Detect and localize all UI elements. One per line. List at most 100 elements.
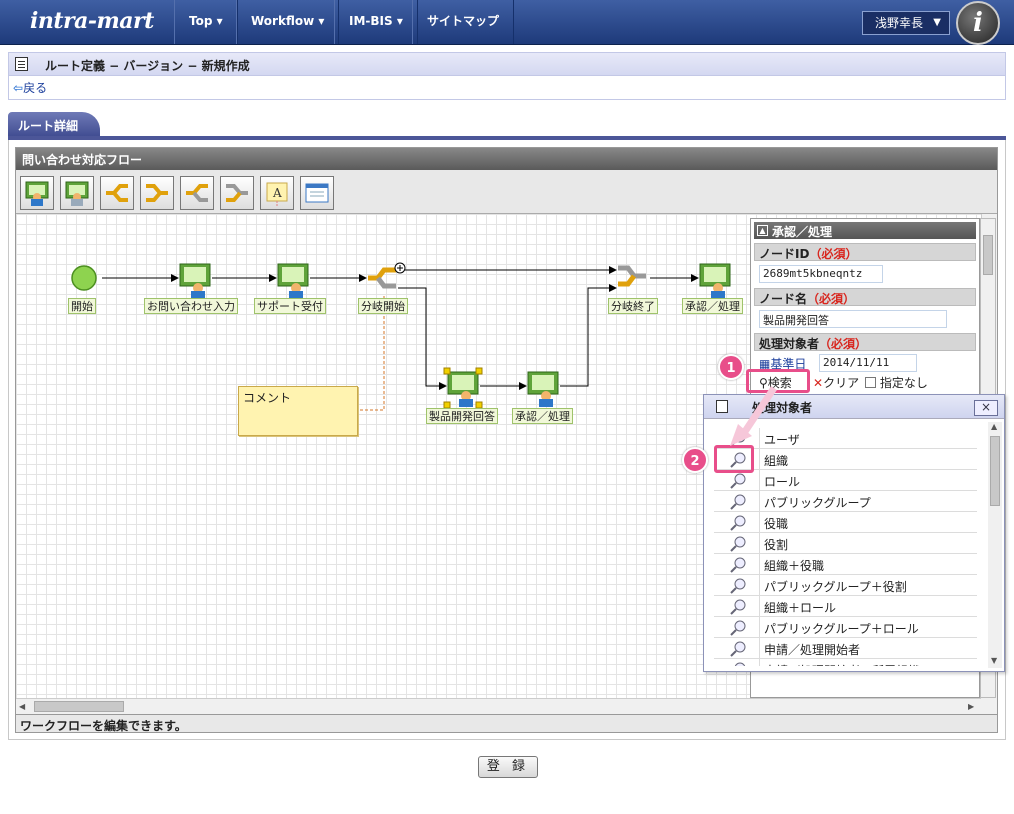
add-window-button[interactable] [300, 176, 334, 210]
register-button[interactable]: 登 録 [478, 756, 538, 778]
org-search-highlight [714, 445, 754, 473]
list-item[interactable]: 組織 [714, 449, 977, 470]
nav-top-label: Top [189, 14, 213, 28]
collapse-icon[interactable]: ▲ [757, 225, 768, 236]
flow-connectors [71, 262, 731, 411]
search-label: 検索 [767, 376, 792, 390]
base-date-field[interactable]: 2014/11/11 [819, 354, 917, 372]
checkbox-icon[interactable] [865, 377, 876, 388]
list-item[interactable]: 役職 [714, 512, 977, 533]
scroll-thumb[interactable] [34, 701, 124, 712]
scroll-up-icon[interactable]: ▲ [991, 422, 998, 431]
nav-im-bis[interactable]: IM-BIS ▾ [334, 0, 418, 44]
tab-panel [8, 140, 1006, 740]
add-branch-end-alt-button[interactable] [220, 176, 254, 210]
inquiry-node-icon[interactable] [179, 263, 211, 299]
add-approve-node-alt-button[interactable] [60, 176, 94, 210]
window-icon [305, 183, 329, 203]
node-label-branch-end[interactable]: 分岐終了 [608, 298, 658, 314]
branch-start-node-icon[interactable] [368, 262, 406, 289]
add-branch-start-alt-button[interactable] [180, 176, 214, 210]
list-item-label: 組織 [764, 454, 789, 468]
magnifier-icon[interactable] [714, 638, 760, 659]
logo[interactable]: intra-mart [30, 8, 154, 34]
support-node-icon[interactable] [277, 263, 309, 299]
node-label-product[interactable]: 製品開発回答 [426, 408, 498, 424]
nav-workflow[interactable]: Workflow ▾ [236, 0, 340, 44]
list-item-label: ロール [764, 475, 801, 489]
base-date-text: 基準日 [770, 357, 807, 371]
magnifier-icon[interactable] [714, 554, 760, 575]
search-button[interactable]: ⚲検索 [759, 374, 792, 391]
clipboard-icon [716, 400, 728, 413]
back-bar: ⇦戻る [8, 76, 1006, 100]
node-label-approve[interactable]: 承認／処理 [682, 298, 743, 314]
branch-end-node-icon[interactable] [618, 265, 646, 287]
list-item[interactable]: 組織＋役職 [714, 554, 977, 575]
list-item[interactable]: パブリックグループ [714, 491, 977, 512]
properties-title: 承認／処理 [772, 225, 833, 239]
page-title: ルート定義 − バージョン − 新規作成 [45, 59, 250, 73]
add-branch-end-button[interactable] [140, 176, 174, 210]
approve2-node-icon[interactable] [527, 371, 559, 407]
target-selector-dialog: 処理対象者 × ユーザ組織ロールパブリックグループ役職役割組織＋役職パブリックグ… [703, 394, 1005, 672]
approver-node-alt-icon [65, 181, 89, 206]
clear-button[interactable]: ✕クリア [813, 374, 859, 391]
magnifier-icon[interactable] [714, 512, 760, 533]
nav-im-bis-label: IM-BIS [349, 14, 393, 28]
node-label-support[interactable]: サポート受付 [254, 298, 326, 314]
canvas-horizontal-scrollbar[interactable]: ◀ ▶ [16, 698, 981, 714]
node-id-field[interactable]: 2689mt5kbneqntz [759, 265, 883, 283]
dialog-scrollbar[interactable]: ▲ ▼ [988, 422, 1002, 668]
list-item[interactable]: パブリックグループ＋役割 [714, 575, 977, 596]
avatar[interactable]: i [956, 1, 1000, 45]
back-link[interactable]: ⇦戻る [13, 79, 47, 96]
product-node-icon[interactable] [443, 367, 483, 409]
node-label-start[interactable]: 開始 [68, 298, 96, 314]
magnifier-icon[interactable] [714, 575, 760, 596]
section-node-id: ノードID（必須） [754, 243, 976, 261]
tab-route-detail[interactable]: ルート詳細 [8, 112, 100, 138]
start-node-icon[interactable] [71, 265, 97, 291]
add-comment-button[interactable]: A [260, 176, 294, 210]
approve-node-icon[interactable] [699, 263, 731, 299]
magnifier-icon[interactable] [714, 617, 760, 638]
magnifier-icon[interactable] [714, 596, 760, 617]
page-title-bar: ルート定義 − バージョン − 新規作成 [8, 52, 1006, 76]
magnifier-icon[interactable] [714, 449, 760, 470]
comment-note[interactable]: コメント [238, 386, 358, 436]
node-label-branch-start[interactable]: 分岐開始 [358, 298, 408, 314]
scroll-thumb[interactable] [983, 235, 993, 275]
list-item[interactable]: パブリックグループ＋ロール [714, 617, 977, 638]
magnifier-icon[interactable] [714, 470, 760, 491]
list-item-label: 組織＋ロール [764, 601, 837, 615]
node-label-inquiry[interactable]: お問い合わせ入力 [144, 298, 238, 314]
scroll-down-icon[interactable]: ▼ [991, 656, 998, 665]
user-name: 浅野幸長 [875, 16, 924, 30]
list-item-label: 役職 [764, 517, 789, 531]
user-menu[interactable]: 浅野幸長▼ [862, 11, 950, 35]
node-name-field[interactable]: 製品開発回答 [759, 310, 947, 328]
nav-sitemap[interactable]: サイトマップ [412, 0, 515, 44]
nav-top[interactable]: Top ▾ [174, 0, 238, 44]
list-item[interactable]: 役割 [714, 533, 977, 554]
node-name-label: ノード名 [759, 292, 808, 306]
node-label-approve2[interactable]: 承認／処理 [512, 408, 573, 424]
node-id-label: ノードID [759, 247, 810, 261]
list-item[interactable]: 申請／処理開始者の所属組織 [714, 659, 977, 666]
magnifier-icon[interactable] [714, 533, 760, 554]
scroll-right-icon[interactable]: ▶ [968, 702, 975, 711]
add-approve-node-button[interactable] [20, 176, 54, 210]
magnifier-icon[interactable] [714, 491, 760, 512]
close-icon[interactable]: × [974, 400, 998, 416]
none-checkbox[interactable]: 指定なし [865, 374, 928, 391]
scroll-thumb[interactable] [990, 436, 1000, 506]
list-item[interactable]: ロール [714, 470, 977, 491]
magnifier-icon[interactable] [714, 659, 760, 666]
list-item[interactable]: 申請／処理開始者 [714, 638, 977, 659]
properties-header[interactable]: ▲ 承認／処理 [754, 222, 976, 239]
add-branch-start-button[interactable] [100, 176, 134, 210]
list-item[interactable]: 組織＋ロール [714, 596, 977, 617]
scroll-left-icon[interactable]: ◀ [19, 702, 26, 711]
branch-start-alt-icon [186, 184, 208, 202]
